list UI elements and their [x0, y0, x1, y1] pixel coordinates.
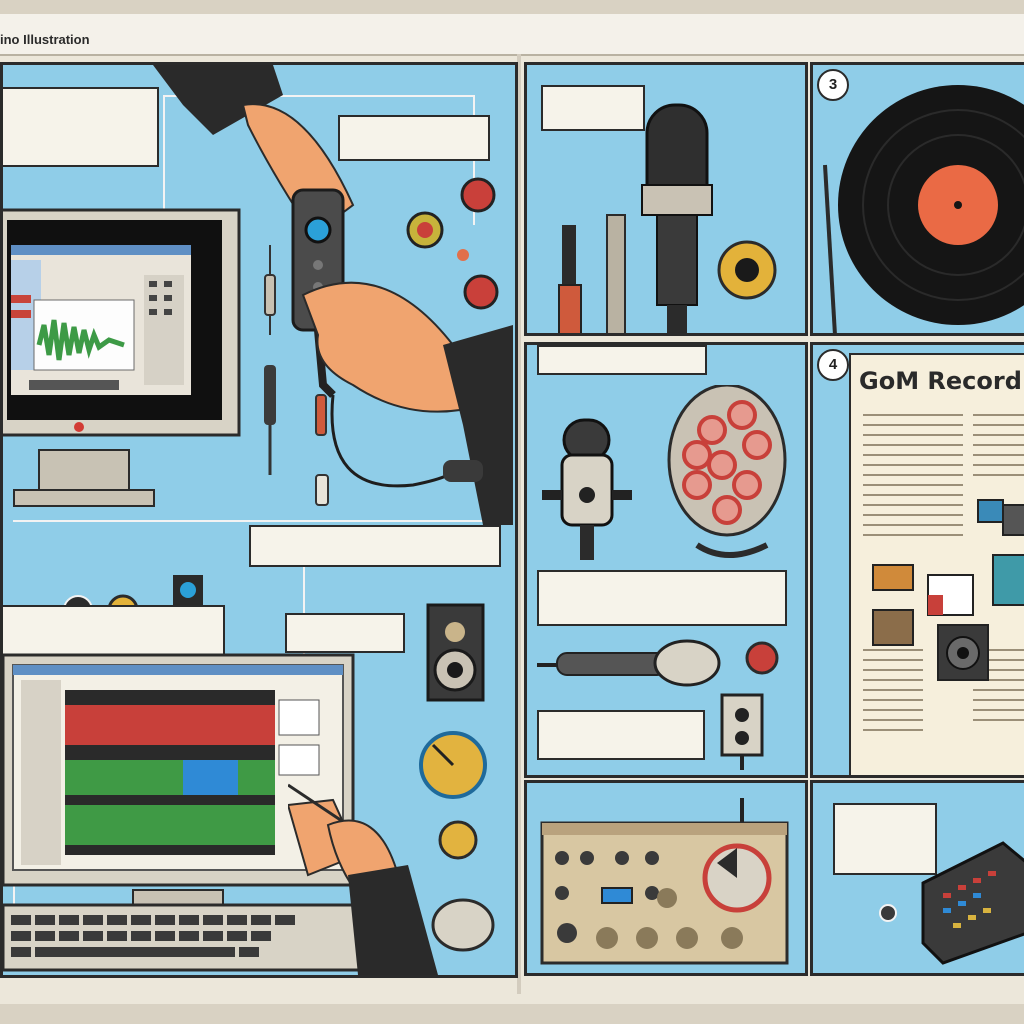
- hand-with-stylus: [288, 783, 495, 975]
- page-fold: [517, 54, 521, 994]
- wire: [163, 95, 473, 97]
- keyboard-icon: [3, 903, 365, 972]
- waveform-monitor: [3, 653, 355, 941]
- meter-dials: [419, 731, 487, 860]
- hand-with-recorder: [153, 65, 513, 525]
- callout-recording: [537, 570, 787, 626]
- condenser-mic: [542, 418, 632, 560]
- speaker-icon: [426, 603, 485, 702]
- panel-gom-record: 4 GoM Record: [810, 342, 1024, 778]
- small-speaker: [720, 693, 764, 770]
- wire: [303, 565, 305, 655]
- panel-mixer: [524, 780, 808, 976]
- computer-monitor-icon: [3, 208, 241, 507]
- led-light-panel: [667, 385, 787, 558]
- callout-controller: [833, 803, 937, 875]
- callout-middle: [249, 525, 501, 567]
- callout-amplifier: [537, 710, 705, 760]
- gom-document-content: [863, 414, 1024, 731]
- small-jack: [879, 904, 897, 922]
- callout-top-center: [338, 115, 490, 161]
- panel-left: [0, 62, 518, 978]
- callout-lower-center: [285, 613, 405, 653]
- callout-mic: [541, 85, 645, 131]
- header-bar: [0, 14, 1024, 56]
- gom-title: GoM Record: [859, 367, 1022, 395]
- panel-number-4: 4: [817, 349, 849, 381]
- panel-usb-mic: [524, 342, 808, 778]
- microphone-icon: [558, 103, 777, 333]
- wire: [13, 520, 503, 522]
- panel-controller: [810, 780, 1024, 976]
- plug-small: [173, 575, 203, 605]
- callout-usb-mic: [537, 345, 707, 375]
- panel-number-3: 3: [817, 69, 849, 101]
- panel-vinyl: 3: [810, 62, 1024, 336]
- knob-cluster: [406, 177, 499, 310]
- recording-dial: [745, 641, 779, 675]
- controller-device: [921, 841, 1024, 965]
- page-title: ino Illustration: [0, 32, 90, 47]
- handheld-mic: [537, 639, 721, 687]
- mixer-icon: [540, 798, 789, 965]
- audio-plugs: [264, 245, 329, 506]
- vinyl-record-icon: [823, 85, 1024, 333]
- callout-top-left: [3, 87, 159, 167]
- panel-microphone: [524, 62, 808, 336]
